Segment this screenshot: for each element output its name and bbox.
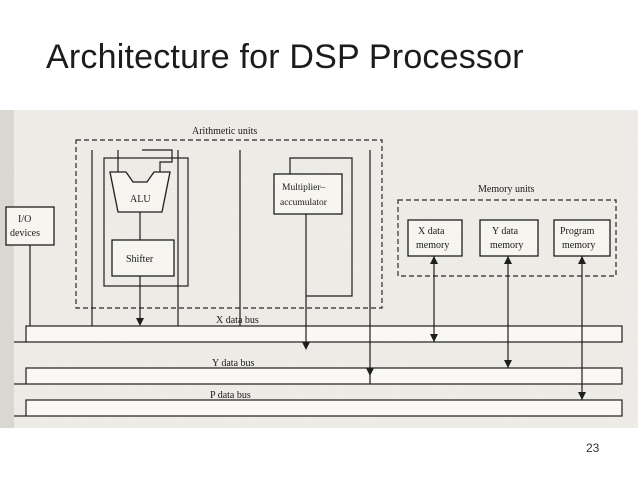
memory-units-group [397, 199, 617, 277]
io-label-line2: devices [10, 228, 40, 239]
y-memory-up-arrow [504, 256, 512, 264]
p-data-bus [25, 399, 623, 417]
memory-units-label: Memory units [478, 184, 534, 195]
program-memory-block [553, 219, 611, 257]
io-label-line1: I/O [18, 214, 31, 225]
x-memory-up-arrow [430, 256, 438, 264]
x-data-bus [25, 325, 623, 343]
mac-to-ybus-arrow [366, 368, 374, 376]
program-memory-label-line1: Program [560, 226, 595, 237]
arithmetic-units-label: Arithmetic units [192, 126, 257, 137]
x-memory-down-arrow [430, 334, 438, 342]
program-memory-label-line2: memory [562, 240, 595, 251]
shifter-label: Shifter [126, 254, 154, 265]
x-data-memory-block [407, 219, 463, 257]
alu-label: ALU [130, 194, 151, 205]
y-memory-label-line2: memory [490, 240, 523, 251]
page-number: 23 [586, 441, 600, 455]
y-bus-label: Y data bus [212, 358, 255, 369]
alu-right-input-line [142, 149, 173, 172]
multiplier-accumulator-block [273, 173, 343, 215]
y-data-memory-block [479, 219, 539, 257]
shifter-block [111, 239, 175, 277]
mac-label-line2: accumulator [280, 198, 328, 208]
y-memory-label-line1: Y data [492, 226, 519, 237]
alu-block [109, 171, 171, 213]
mac-to-xbus-arrow [302, 342, 310, 350]
dsp-architecture-diagram: Arithmetic units Memory units ALU Shifte… [0, 110, 638, 428]
p-bus-label: P data bus [210, 390, 251, 401]
slide-title: Architecture for DSP Processor [46, 38, 524, 76]
program-memory-up-arrow [578, 256, 586, 264]
y-data-bus [25, 367, 623, 385]
x-memory-label-line2: memory [416, 240, 449, 251]
alu-shifter-frame [103, 157, 189, 287]
x-bus-label: X data bus [216, 315, 259, 326]
y-memory-down-arrow [504, 360, 512, 368]
arithmetic-units-group [75, 139, 383, 309]
x-memory-label-line1: X data [418, 226, 445, 237]
shifter-bus-arrow [136, 318, 144, 326]
program-memory-down-arrow [578, 392, 586, 400]
scan-left-shadow [0, 110, 14, 428]
mac-label-line1: Multiplier– [282, 183, 326, 193]
mac-feedback-line [289, 157, 353, 297]
io-devices-block [5, 206, 55, 246]
